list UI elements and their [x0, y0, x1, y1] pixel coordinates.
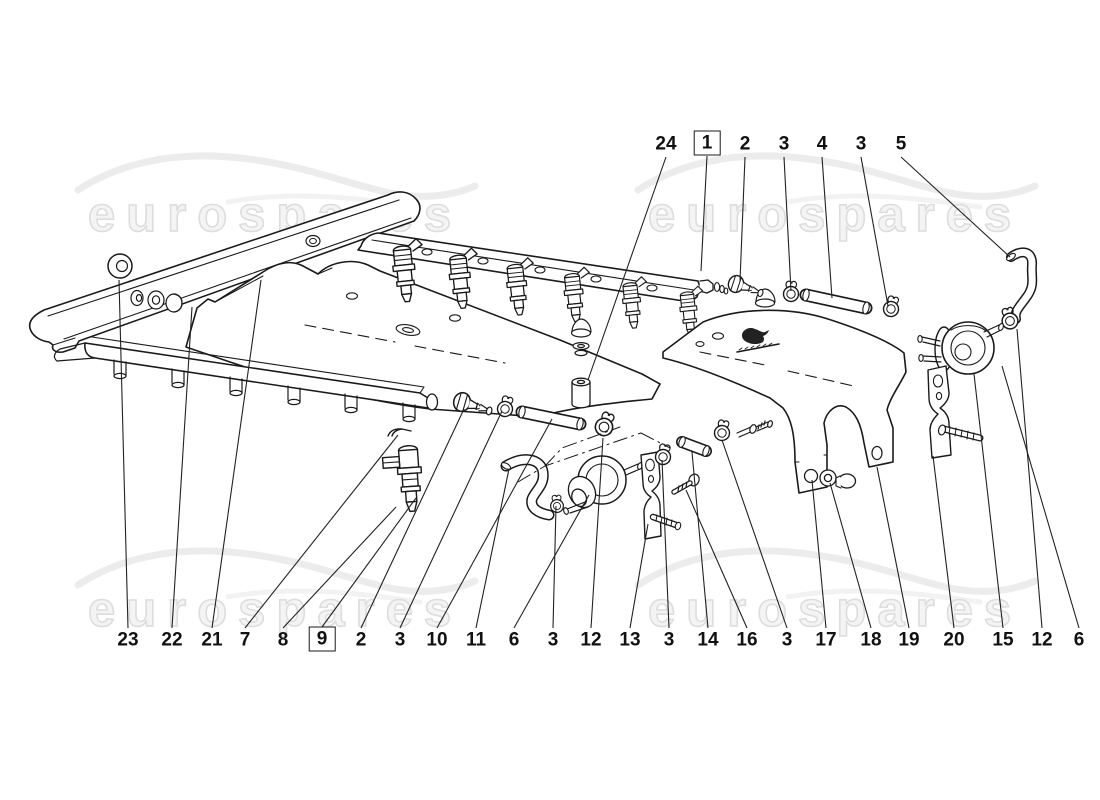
pressure-regulator-centre	[563, 455, 643, 515]
part-callout-3: 3	[394, 629, 406, 651]
watermark-text: eurospares	[648, 188, 1022, 242]
watermark-text: eurospares	[648, 583, 1022, 637]
part-callout-13: 13	[619, 629, 641, 651]
part-callout-22: 22	[161, 629, 183, 651]
leader-line-3	[661, 459, 670, 629]
part-callout-23: 23	[117, 629, 139, 651]
leader-lines	[118, 155, 1080, 629]
leader-line-10	[436, 418, 553, 629]
part-callout-1: 1	[693, 130, 721, 156]
leader-line-20	[932, 455, 955, 629]
band-clamp	[592, 409, 619, 439]
hose-clamp	[712, 418, 733, 443]
part-callout-11: 11	[465, 629, 487, 651]
cover-washers	[803, 468, 857, 489]
leader-line-24	[587, 156, 667, 381]
leader-line-4	[821, 156, 833, 299]
part-callout-12: 12	[1031, 629, 1053, 651]
leader-line-11	[475, 468, 510, 629]
part-callout-8: 8	[277, 629, 289, 651]
leader-line-3	[552, 505, 557, 629]
part-callout-2: 2	[739, 133, 751, 155]
part-callout-18: 18	[860, 629, 882, 651]
part-callout-6: 6	[1073, 629, 1085, 651]
part-callout-3: 3	[781, 629, 793, 651]
part-callout-10: 10	[426, 629, 448, 651]
leader-line-22	[171, 306, 193, 629]
injector-loose	[381, 445, 423, 513]
leader-line-3	[860, 156, 889, 307]
leader-line-23	[118, 279, 129, 629]
vacuum-hose-curved	[1006, 247, 1038, 324]
part-callout-16: 16	[736, 629, 758, 651]
leader-line-17	[811, 479, 827, 629]
rail-outlet-fitting	[725, 272, 767, 302]
part-callout-2: 2	[355, 629, 367, 651]
mounting-bracket-right	[927, 365, 984, 459]
watermark-text: eurospares	[88, 583, 462, 637]
leader-line-19	[876, 466, 910, 629]
fuel-hose-curved	[500, 454, 555, 521]
leader-line-16	[685, 489, 748, 629]
part-callout-4: 4	[816, 133, 828, 155]
part-callout-19: 19	[898, 629, 920, 651]
hose-clamp	[549, 493, 565, 514]
part-callout-9: 9	[308, 626, 336, 652]
fuel-hose-short-2	[676, 436, 712, 457]
part-callout-20: 20	[943, 629, 965, 651]
part-callout-14: 14	[697, 629, 719, 651]
retaining-clip	[387, 428, 412, 437]
hose-clamp	[653, 442, 674, 467]
part-callout-3: 3	[663, 629, 675, 651]
part-callout-12: 12	[580, 629, 602, 651]
spacer-bushing	[571, 377, 591, 409]
leader-line-12	[1016, 328, 1043, 629]
leader-line-7	[244, 434, 399, 629]
part-callout-6: 6	[508, 629, 520, 651]
part-callout-21: 21	[201, 629, 223, 651]
part-callout-7: 7	[239, 629, 251, 651]
hose-clamp	[881, 294, 902, 319]
leader-line-13	[629, 523, 649, 629]
mounting-bracket-centre	[640, 451, 682, 540]
leader-line-2	[739, 156, 746, 282]
part-callout-3: 3	[778, 133, 790, 155]
part-callout-15: 15	[992, 629, 1014, 651]
leader-line-14	[691, 451, 709, 629]
lamborghini-bull-emblem	[736, 328, 780, 353]
leader-line-12	[590, 437, 604, 629]
leader-line-8	[282, 506, 397, 629]
leader-line-18	[829, 482, 872, 629]
leader-line-6	[1001, 365, 1080, 629]
rubber-bushing	[107, 253, 133, 279]
fuel-rail-lower	[53, 336, 439, 423]
seal-rings	[130, 289, 183, 313]
part-callout-3: 3	[547, 629, 559, 651]
leader-line-3	[783, 156, 792, 292]
leader-line-9	[321, 497, 417, 628]
acorn-nut-washers-centre	[570, 318, 592, 357]
leader-line-6	[513, 494, 590, 629]
double-barb-fitting	[736, 420, 773, 438]
leader-line-2	[360, 408, 465, 629]
cam-cover-right	[662, 309, 907, 494]
leader-line-3	[721, 439, 788, 629]
leader-line-1	[700, 155, 708, 272]
leader-line-3	[399, 410, 503, 629]
fuel-hose-short	[799, 288, 873, 315]
part-callout-3: 3	[855, 133, 867, 155]
screw	[671, 473, 700, 495]
leader-line-15	[973, 373, 1004, 629]
fuel-hose-straight	[515, 405, 587, 431]
part-callout-24: 24	[655, 133, 677, 155]
pressure-regulator-right	[917, 321, 1004, 375]
part-callout-5: 5	[895, 133, 907, 155]
part-callout-17: 17	[815, 629, 837, 651]
leader-line-5	[900, 156, 1011, 258]
leader-line-21	[211, 279, 262, 629]
